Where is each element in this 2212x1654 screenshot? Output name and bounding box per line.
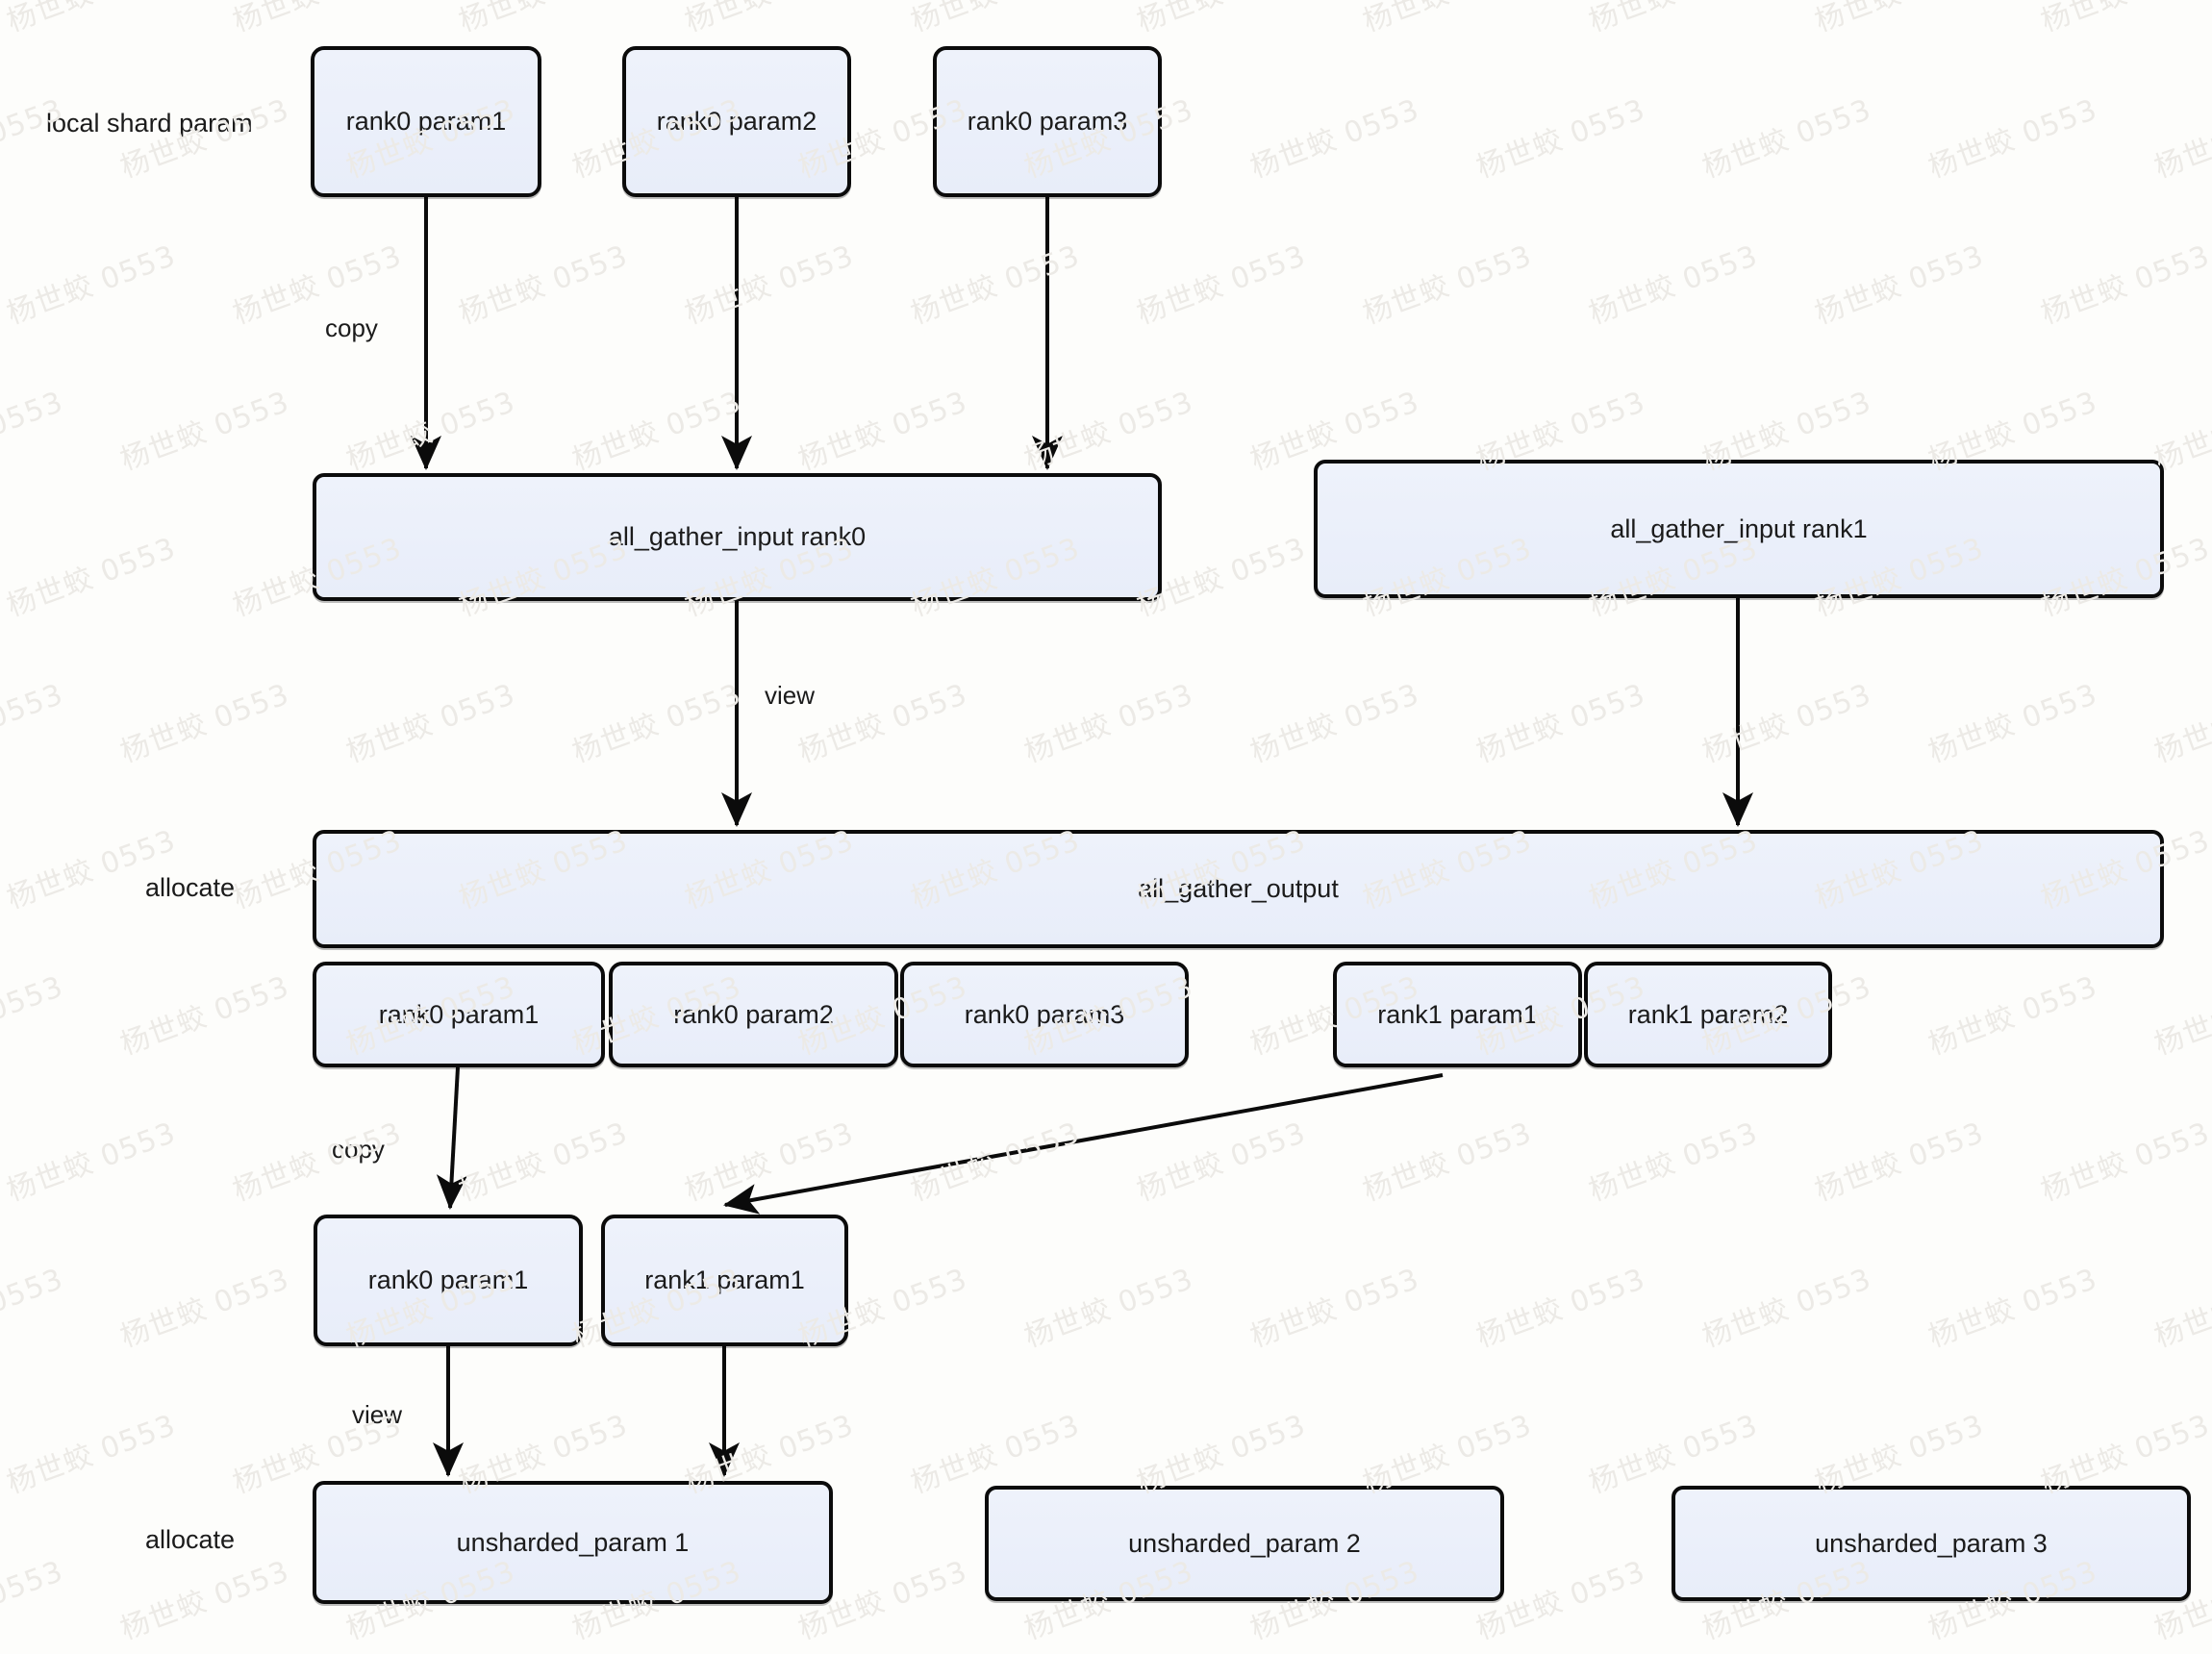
node-out-rank0-param2[interactable]: rank0 param2 bbox=[609, 962, 898, 1067]
node-out-rank1-param1[interactable]: rank1 param1 bbox=[1333, 962, 1582, 1067]
node-shard-rank0-param2[interactable]: rank0 param2 bbox=[622, 46, 851, 197]
row-label-allocate-output: allocate bbox=[145, 873, 236, 902]
node-shard-rank0-param3[interactable]: rank0 param3 bbox=[933, 46, 1162, 197]
edge-label-view-bottom: view bbox=[352, 1400, 403, 1429]
node-all-gather-input-rank1[interactable]: all_gather_input rank1 bbox=[1314, 460, 2164, 598]
row-label-local-shard-param: local shard param bbox=[46, 109, 253, 138]
node-out-rank0-param1[interactable]: rank0 param1 bbox=[313, 962, 605, 1067]
edge-label-view-top: view bbox=[765, 681, 816, 710]
edge-label-copy-bottom: copy bbox=[332, 1135, 385, 1164]
edge-label-copy-top: copy bbox=[325, 313, 378, 342]
node-unsharded-param-3[interactable]: unsharded_param 3 bbox=[1672, 1486, 2191, 1601]
node-unsharded-param-2[interactable]: unsharded_param 2 bbox=[985, 1486, 1504, 1601]
node-shard-rank0-param1[interactable]: rank0 param1 bbox=[311, 46, 541, 197]
row-label-allocate-unsharded: allocate bbox=[145, 1525, 236, 1554]
node-out-rank0-param3[interactable]: rank0 param3 bbox=[900, 962, 1189, 1067]
node-copied-rank1-param1[interactable]: rank1 param1 bbox=[601, 1215, 848, 1346]
edge-out1p1-to-copied1p1 bbox=[723, 1073, 1444, 1215]
node-all-gather-output[interactable]: all_gather_output bbox=[313, 830, 2164, 948]
node-copied-rank0-param1[interactable]: rank0 param1 bbox=[314, 1215, 583, 1346]
edge-out0p1-to-copied0p1 bbox=[436, 1066, 467, 1210]
node-all-gather-input-rank0[interactable]: all_gather_input rank0 bbox=[313, 473, 1162, 601]
node-out-rank1-param2[interactable]: rank1 param2 bbox=[1584, 962, 1832, 1067]
node-unsharded-param-1[interactable]: unsharded_param 1 bbox=[313, 1481, 833, 1604]
